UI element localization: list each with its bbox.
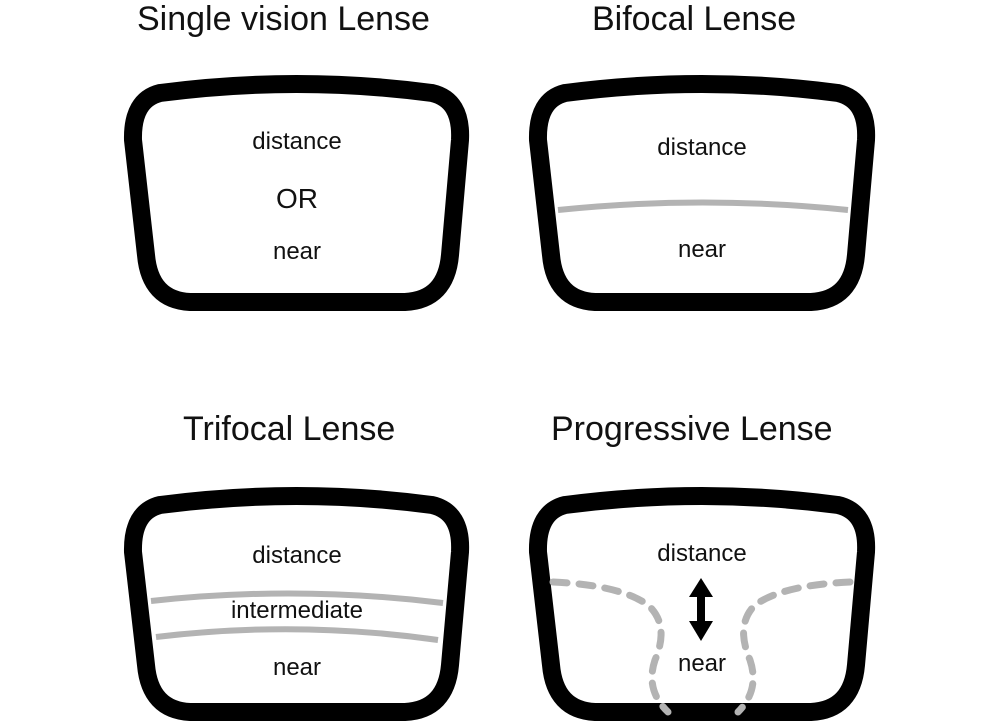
label-distance: distance <box>657 540 746 567</box>
lens-frame <box>124 75 470 311</box>
lens-trifocal: distance intermediate near <box>124 487 470 721</box>
lens-frame <box>124 487 470 721</box>
label-near: near <box>678 236 726 263</box>
label-or: OR <box>276 183 318 214</box>
lens-bifocal: distance near <box>529 75 876 311</box>
title-trifocal: Trifocal Lense <box>183 410 396 448</box>
divider-line-upper <box>150 590 444 606</box>
title-single-vision: Single vision Lense <box>137 0 430 38</box>
progressive-corridor-right <box>734 578 854 716</box>
label-near: near <box>273 238 321 265</box>
label-distance: distance <box>252 542 341 569</box>
label-intermediate: intermediate <box>231 597 363 624</box>
double-arrow-vertical-icon <box>689 578 713 641</box>
title-progressive: Progressive Lense <box>551 410 833 448</box>
label-distance: distance <box>657 134 746 161</box>
lens-progressive: distance near <box>529 487 876 721</box>
label-distance: distance <box>252 128 341 155</box>
divider-line-lower <box>155 626 439 643</box>
divider-line <box>557 199 849 213</box>
progressive-corridor-left <box>549 578 672 716</box>
label-near: near <box>678 650 726 677</box>
title-bifocal: Bifocal Lense <box>592 0 797 38</box>
lens-single-vision: distance OR near <box>124 75 470 311</box>
label-near: near <box>273 654 321 681</box>
lens-frame <box>529 75 876 311</box>
